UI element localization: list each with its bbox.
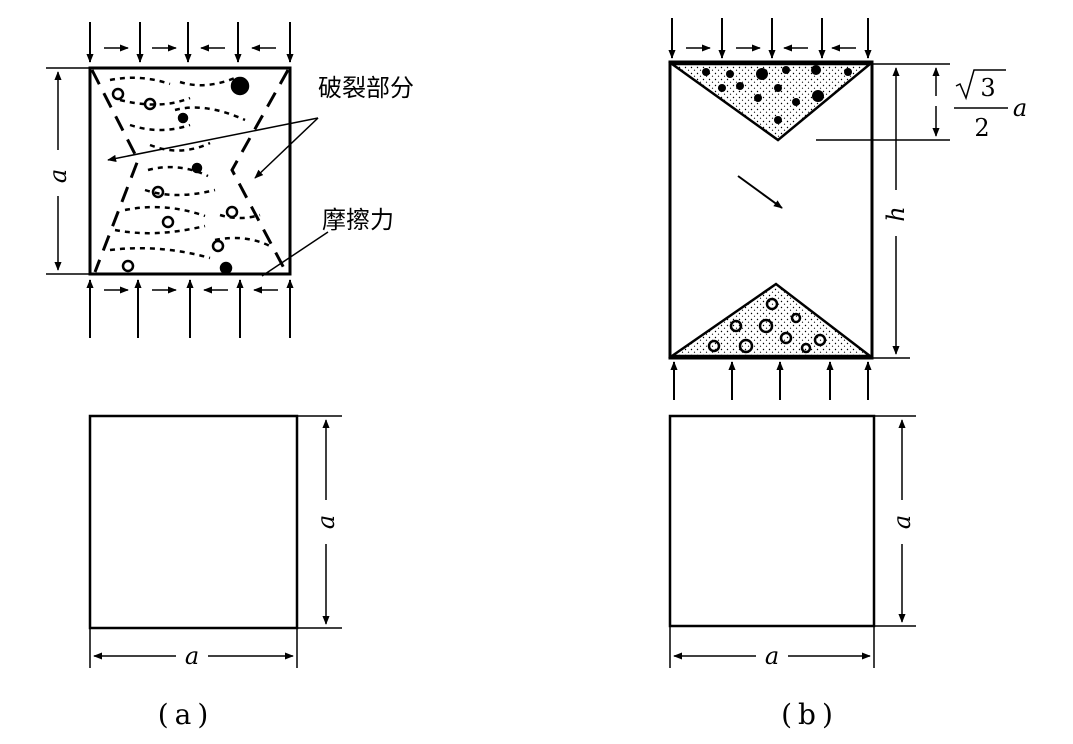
panel-a-top-load-arrows	[86, 22, 294, 63]
panel-b-bottom-cone-aggregates	[707, 297, 827, 354]
panel-a-section-horizontal-dimension	[89, 628, 298, 668]
panel-b-cone-height-dimension	[816, 63, 950, 141]
panel-a: a 破裂部分 摩擦力 a a (a)	[44, 22, 414, 731]
panel-b-section-horizontal-dimension	[669, 626, 875, 668]
panel-a-hourglass-crack	[90, 69, 290, 273]
panel-b-section-vertical-label: a	[888, 515, 916, 529]
panel-b-height-dimension	[872, 67, 910, 359]
panel-a-crack-label: 破裂部分	[318, 74, 414, 102]
panel-b-cone-denominator: 2	[974, 114, 989, 142]
panel-b-cone-variable: a	[1013, 94, 1027, 122]
panel-a-specimen	[88, 66, 292, 276]
panel-b-specimen	[668, 60, 874, 360]
panel-b-crack-arrow	[737, 175, 783, 209]
panel-b-caption: (b)	[781, 698, 839, 731]
panel-b-section-horizontal-label: a	[765, 642, 779, 670]
panel-b-cone-height-label: 3 2 a	[954, 69, 1027, 142]
panel-b-section-vertical-dimension	[874, 415, 916, 627]
panel-a-height-label: a	[44, 169, 72, 183]
panel-a-bottom-load-arrows	[86, 279, 294, 338]
panel-b-height-label: h	[882, 206, 910, 221]
panel-b-bottom-cone	[667, 282, 874, 358]
panel-a-caption: (a)	[158, 698, 215, 731]
panel-b-top-cone	[668, 62, 874, 142]
panel-b-cross-section	[668, 414, 876, 628]
panel-a-section-horizontal-label: a	[185, 642, 199, 670]
panel-a-aggregates	[111, 76, 250, 275]
panel-a-section-vertical-label: a	[312, 515, 340, 529]
panel-a-height-dimension	[46, 67, 90, 275]
panel-b-top-cone-aggregates	[702, 65, 852, 124]
panel-a-section-vertical-dimension	[297, 415, 342, 629]
panel-a-cross-section	[88, 414, 299, 630]
panel-b-bottom-load-arrows	[670, 361, 872, 400]
panel-b-top-load-arrows	[668, 18, 872, 59]
panel-a-friction-label: 摩擦力	[322, 206, 394, 234]
panel-a-rubble	[109, 76, 271, 260]
panel-a-leader-lines	[107, 117, 329, 277]
panel-b-cone-sqrt-value: 3	[980, 74, 995, 102]
panel-b: 3 2 a h a a (b)	[667, 18, 1027, 731]
